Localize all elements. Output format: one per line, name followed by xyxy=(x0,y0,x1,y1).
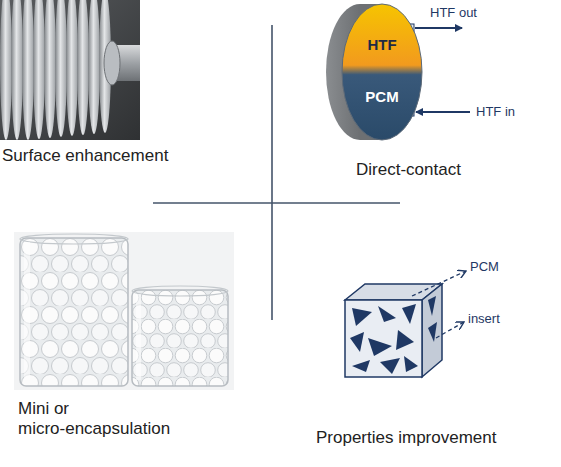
leader-line xyxy=(436,322,464,338)
callout-label: PCM xyxy=(470,259,499,275)
flow-label: HTF out xyxy=(430,5,477,21)
tank-front xyxy=(342,4,422,140)
cube-side xyxy=(422,284,442,377)
quadrant-caption: Mini or micro-encapsulation xyxy=(18,399,218,440)
outlet-arrow xyxy=(415,27,462,29)
word: enhancement xyxy=(65,146,168,165)
pcm-label: PCM xyxy=(346,88,418,105)
jar-rim xyxy=(20,234,128,244)
tank-outline xyxy=(322,2,426,142)
insert-pieces xyxy=(350,296,437,374)
tube-end xyxy=(104,41,120,85)
glass-glare xyxy=(24,242,30,380)
short-jar xyxy=(132,290,228,386)
quadrant-caption: Surface enhancement xyxy=(2,146,168,166)
word: PCM xyxy=(470,259,499,274)
leader-line xyxy=(412,271,466,296)
word: PCM xyxy=(365,88,398,105)
photo-ground xyxy=(14,232,234,390)
quadrant-caption: Direct-contact xyxy=(356,160,461,180)
fluid-label: HTF xyxy=(346,36,418,53)
composite-cube xyxy=(345,271,466,377)
word: Properties xyxy=(316,428,393,447)
quadrant-caption: Properties improvement xyxy=(316,428,496,448)
word: or xyxy=(54,399,69,418)
cube-front xyxy=(345,300,422,377)
storage-tank: HTF PCM xyxy=(322,2,426,142)
tall-jar xyxy=(20,238,128,386)
word: Mini xyxy=(18,399,49,418)
fins xyxy=(0,0,111,140)
word: Surface xyxy=(2,146,61,165)
word: HTF xyxy=(476,104,501,119)
word: Direct-contact xyxy=(356,160,461,179)
word: HTF xyxy=(367,36,396,53)
word: out xyxy=(459,5,477,20)
divider-line xyxy=(271,25,273,320)
callout-label: insert xyxy=(468,311,500,327)
jar-rim xyxy=(132,286,228,296)
finned-tube-photo xyxy=(0,0,140,140)
word: micro-encapsulation xyxy=(18,419,170,438)
word: improvement xyxy=(398,428,496,447)
word: insert xyxy=(468,311,500,326)
glass-glare xyxy=(136,294,141,380)
divider-line xyxy=(153,202,400,204)
flow-label: HTF in xyxy=(476,104,515,120)
word: in xyxy=(505,104,515,119)
capsule-jars-photo xyxy=(14,232,234,390)
inlet-arrow xyxy=(416,111,470,113)
word: HTF xyxy=(430,5,455,20)
